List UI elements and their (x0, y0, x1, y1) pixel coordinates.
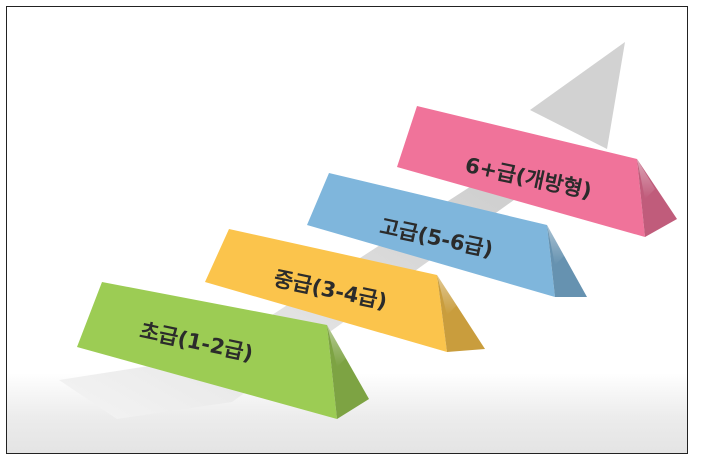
step-2-face (205, 229, 447, 352)
step-3-face (307, 173, 555, 297)
step-2: 중급(3-4급) (205, 229, 485, 352)
step-1: 초급(1-2급) (77, 282, 369, 419)
step-1-gloss (327, 325, 347, 367)
arrow-head (530, 42, 625, 149)
step-3-gloss (547, 225, 565, 265)
step-4-face (397, 106, 645, 237)
step-1-face (77, 282, 337, 419)
step-4-gloss (637, 159, 655, 199)
step-4: 6+급(개방형) (397, 106, 677, 237)
diagram-frame: 초급(1-2급) 중급(3-4급) 고급(5-6급) 6+급(개방형) (6, 6, 688, 454)
level-steps-diagram: 초급(1-2급) 중급(3-4급) 고급(5-6급) 6+급(개방형) (59, 42, 677, 419)
step-2-gloss (437, 275, 457, 315)
